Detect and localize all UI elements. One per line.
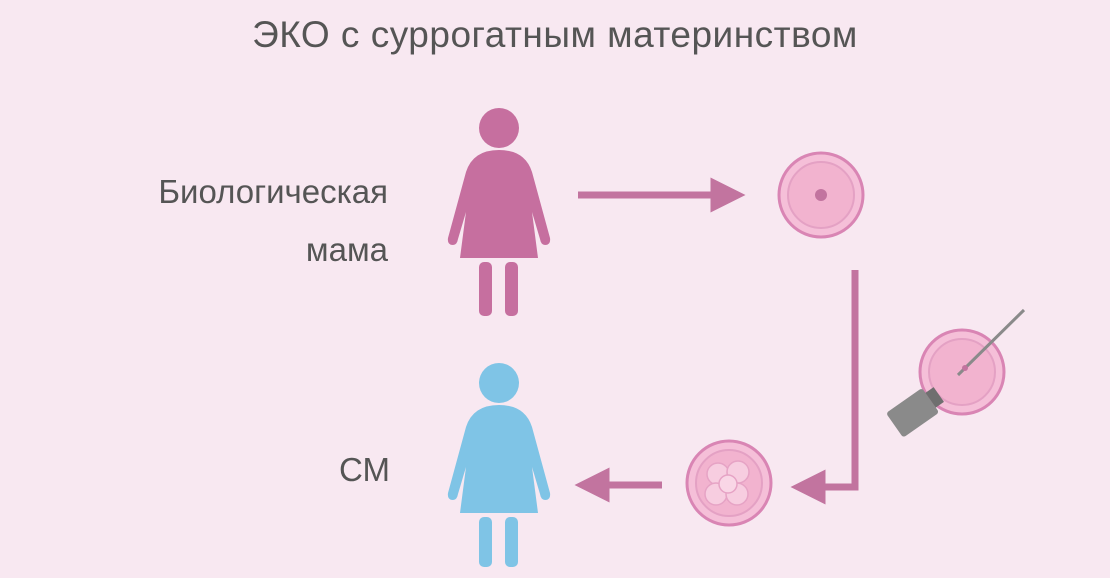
woman-figure-pink-icon xyxy=(447,108,551,316)
injection-icon xyxy=(887,308,1026,437)
diagram-title: ЭКО с суррогатным материнством xyxy=(252,14,858,55)
egg-cell-icon xyxy=(777,151,865,239)
biological-mother-label: Биологическая мама xyxy=(40,163,388,279)
arrow-to-embryo xyxy=(790,270,859,505)
embryo-icon xyxy=(685,439,773,527)
woman-figure-blue-icon xyxy=(447,363,551,567)
biological-mother-label-line2: мама xyxy=(305,231,388,268)
biological-mother-label-line1: Биологическая xyxy=(158,173,388,210)
surrogate-mother-label: СМ xyxy=(339,451,390,488)
